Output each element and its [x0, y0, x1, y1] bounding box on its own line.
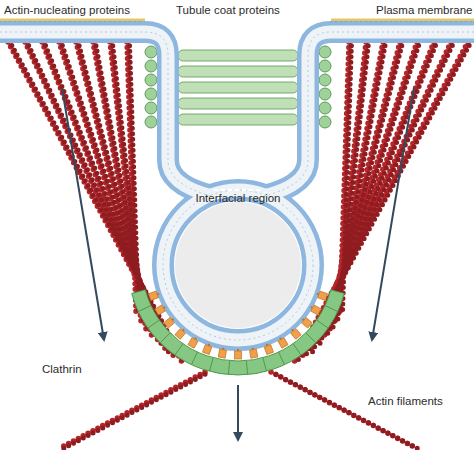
adaptor-link: [280, 338, 281, 340]
region-label: Interfacial region: [196, 191, 281, 205]
adaptor-link: [252, 348, 254, 350]
clathrin-triskelion-edge: [325, 306, 338, 312]
part-label: Actin-nucleating proteins: [4, 3, 130, 17]
clathrin-triskelion-edge: [279, 352, 285, 365]
adaptor-protein: [302, 318, 313, 329]
clathrin-coat: [132, 290, 345, 375]
adaptor-protein: [291, 329, 302, 340]
clathrin-triskelion-edge: [317, 320, 328, 328]
clathrin-triskelion-edge: [293, 344, 301, 355]
clathrin-triskelion-edge: [160, 333, 170, 343]
clathrin-triskelion-edge: [263, 358, 267, 372]
part-label: Plasma membrane: [376, 3, 473, 17]
adaptor-link: [292, 329, 293, 331]
clathrin-triskelion-edge: [175, 344, 183, 355]
adaptor-link: [183, 329, 184, 331]
adaptor-link: [157, 293, 159, 296]
adaptor-protein: [249, 349, 257, 358]
adaptor-protein: [218, 349, 226, 358]
adaptor-protein: [148, 291, 158, 300]
adaptor-protein: [175, 329, 186, 340]
adaptor-link: [172, 319, 174, 320]
adaptor-protein: [264, 345, 273, 355]
clathrin-triskelion-edge: [228, 361, 229, 375]
adaptor-link: [222, 348, 224, 350]
adaptor-link: [164, 307, 166, 308]
part-label: Actin filaments: [368, 394, 443, 408]
adaptor-link: [208, 344, 211, 346]
actin-filaments-strand: [11, 43, 471, 449]
part-label: Clathrin: [42, 362, 82, 376]
clathrin-triskelion-edge: [306, 333, 316, 343]
adaptor-protein: [278, 338, 288, 348]
adaptor-protein: [235, 351, 242, 359]
vesicle-lumen: [175, 202, 301, 328]
adaptor-protein: [311, 305, 321, 315]
adaptor-protein: [318, 291, 328, 300]
clathrin-triskelion-edge: [192, 352, 198, 365]
part-label: Tubule coat proteins: [176, 3, 280, 17]
force-arrows: [62, 88, 414, 440]
clathrin-triskelion-edge: [138, 306, 151, 312]
adaptor-link: [302, 319, 304, 320]
interfacial-line: [214, 189, 262, 191]
adaptor-link: [195, 338, 196, 340]
tubule-coat: [178, 50, 298, 125]
adaptor-protein: [164, 318, 175, 329]
lipid-bilayer: [0, 22, 474, 341]
actin-filaments: [8, 42, 468, 448]
clathrin-lattice: [132, 290, 345, 375]
adaptor-protein: [203, 345, 212, 355]
adaptor-protein: [155, 305, 165, 315]
adaptor-link: [311, 307, 313, 308]
adaptor-link: [237, 349, 239, 351]
clathrin-triskelion-edge: [210, 358, 214, 372]
adaptor-protein: [188, 338, 198, 348]
adaptor-link: [266, 344, 269, 346]
clathrin-triskelion-edge: [148, 320, 159, 328]
clathrin-triskelion-edge: [246, 361, 247, 375]
adaptor-link: [317, 293, 319, 296]
